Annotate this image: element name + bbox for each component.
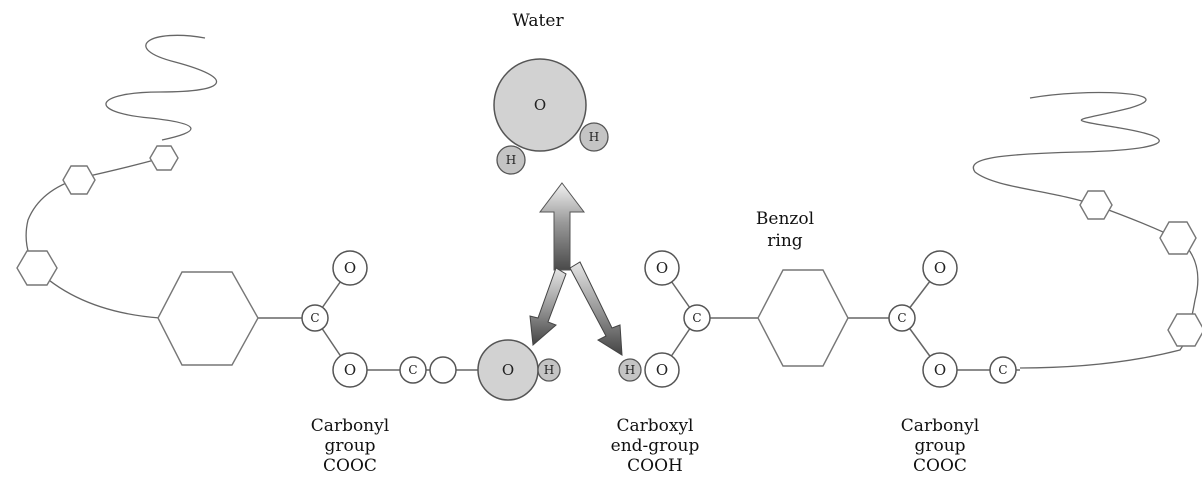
left-chain-hexagon-1: [149, 145, 179, 171]
carbon-atom-chain-unlabeled: [429, 356, 457, 384]
carbonyl-left-label-line2: group: [324, 436, 375, 456]
oxygen-atom-top-right: [922, 250, 958, 286]
oxygen-atom-top-left-label: O: [344, 259, 356, 277]
carboxyl-label-line3: COOH: [627, 456, 683, 476]
hydroxyl-hydrogen-atom: [537, 358, 561, 382]
hydroxyl-oxygen-label: O: [502, 361, 514, 379]
carbon-atom-right: [888, 304, 916, 332]
oxygen-atom-top-left: [332, 250, 368, 286]
oxygen-atom-top-right-label: O: [934, 259, 946, 277]
water-label: Water: [512, 11, 564, 31]
carboxyl-hydrogen-label: H: [625, 363, 635, 377]
carbonyl-left-label-line1: Carbonyl: [311, 416, 389, 436]
carbon-atom-left: [301, 304, 329, 332]
water-hydrogen-atom-left: [496, 145, 526, 175]
oxygen-atom-bottom-mid-label: O: [656, 361, 668, 379]
left-chain-squiggle: [105, 34, 218, 141]
carbonyl-right-label-line1: Carbonyl: [901, 416, 979, 436]
oxygen-atom-top-mid-label: O: [656, 259, 668, 277]
carboxyl-hydrogen-atom: [618, 358, 642, 382]
reaction-arrows: [529, 182, 623, 356]
left-chain-backbone: [25, 157, 163, 319]
benzol-label-line1: Benzol: [756, 209, 814, 229]
carbonyl-right-label-line3: COOC: [913, 456, 967, 476]
right-chain-squiggle: [972, 91, 1160, 206]
carbon-atom-left-label: C: [310, 311, 319, 325]
water-oxygen-label: O: [534, 96, 546, 114]
hydroxyl-hydrogen-label: H: [544, 363, 554, 377]
water-hydrogen-right-label: H: [589, 130, 599, 144]
right-chain-backbone: [1019, 204, 1199, 369]
benzol-label-line2: ring: [767, 231, 803, 251]
benzol-ring: [757, 269, 849, 367]
left-benzene-ring: [157, 271, 259, 366]
arrow-up-icon: [538, 182, 586, 271]
water-hydrogen-left-label: H: [506, 153, 516, 167]
carbonyl-right-label-line2: group: [914, 436, 965, 456]
carbon-atom-chain-label: C: [408, 363, 417, 377]
right-chain-hexagon-1: [1079, 190, 1113, 220]
left-chain-hexagon-2: [62, 165, 96, 195]
oxygen-atom-bottom-right: [922, 352, 958, 388]
arrow-down-right-icon: [569, 261, 623, 356]
water-oxygen-atom: [493, 58, 587, 152]
oxygen-atom-bottom-right-label: O: [934, 361, 946, 379]
carbon-atom-mid: [683, 304, 711, 332]
right-chain-hexagon-2: [1159, 221, 1197, 255]
carbon-atom-right-chain: [989, 356, 1017, 384]
oxygen-atom-bottom-mid: [644, 352, 680, 388]
carbon-atom-right-chain-label: C: [998, 363, 1007, 377]
carbon-atom-right-label: C: [897, 311, 906, 325]
arrow-down-left-icon: [529, 267, 567, 347]
carbon-atom-mid-label: C: [692, 311, 701, 325]
water-hydrogen-atom-right: [579, 122, 609, 152]
carboxyl-label-line2: end-group: [611, 436, 700, 456]
oxygen-atom-top-mid: [644, 250, 680, 286]
oxygen-atom-bottom-left: [332, 352, 368, 388]
carboxyl-label-line1: Carboxyl: [616, 416, 693, 436]
carbonyl-left-label-line3: COOC: [323, 456, 377, 476]
oxygen-atom-bottom-left-label: O: [344, 361, 356, 379]
carbon-atom-chain: [399, 356, 427, 384]
right-chain-hexagon-3: [1167, 313, 1202, 347]
left-chain-hexagon-3: [16, 250, 58, 286]
